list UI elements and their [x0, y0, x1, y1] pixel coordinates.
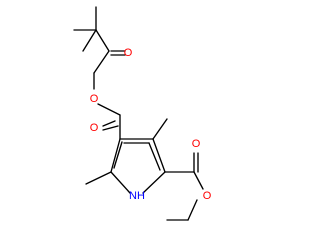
- bond: [152, 138, 166, 173]
- bond: [82, 29, 97, 52]
- bond-layer: [73, 6, 204, 221]
- bond: [110, 138, 121, 173]
- bond: [93, 50, 110, 74]
- pyrrole-nh-label: NH: [129, 190, 145, 202]
- ester-oxygen-label: O: [90, 93, 99, 105]
- bond: [95, 29, 110, 52]
- chemical-structure-canvas: O O O O O NH: [73, 6, 212, 221]
- bond: [85, 171, 112, 185]
- bond: [97, 103, 121, 116]
- carbonyl-oxygen-label-lower: O: [192, 138, 201, 150]
- double-bond: [102, 120, 116, 127]
- ethoxy-oxygen-label: O: [203, 190, 212, 202]
- double-bond: [148, 142, 161, 171]
- bond: [152, 118, 168, 140]
- ketone-oxygen-label: O: [124, 47, 133, 59]
- atom-label-layer: O O O O O NH: [90, 47, 212, 202]
- bond: [110, 171, 131, 194]
- carbonyl-oxygen-label: O: [90, 122, 99, 134]
- bond: [193, 171, 204, 190]
- double-bond: [113, 141, 123, 169]
- double-bond: [102, 125, 119, 131]
- molecule-diagram: O O O O O NH: [73, 6, 212, 221]
- bond: [187, 199, 198, 221]
- bond: [142, 171, 166, 194]
